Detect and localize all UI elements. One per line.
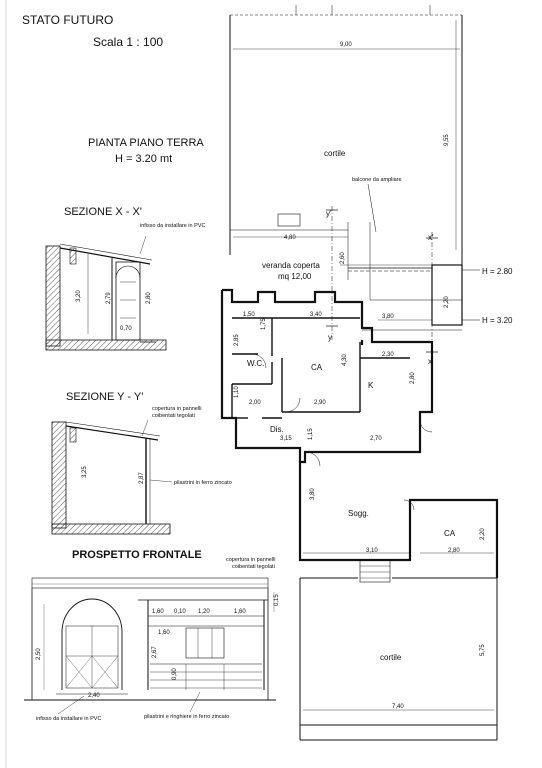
dim-1-15: 1,15: [308, 428, 314, 440]
dim-9-55: 9,55: [444, 134, 450, 146]
dim-2-30: 2,30: [382, 352, 394, 358]
elevation-dim-2-40: 2,40: [88, 693, 100, 699]
section-mark-y-prime: y': [326, 209, 332, 218]
room-wc: W.C.: [247, 359, 264, 368]
dim-3-80-b: 3,80: [310, 488, 316, 500]
dim-1-10: 1,10: [234, 386, 240, 398]
room-veranda: veranda coperta: [262, 261, 320, 270]
dim-3-40: 3,40: [310, 312, 322, 318]
dim-5-75: 5,75: [480, 644, 486, 656]
dim-3-15: 3,15: [280, 436, 292, 442]
plan-labels: cortile balcone da ampliare veranda cope…: [247, 149, 513, 662]
section-x-title: SEZIONE X - X': [64, 206, 142, 218]
plan-title: PIANTA PIANO TERRA: [88, 137, 204, 149]
room-dis: Dis.: [270, 425, 284, 434]
dim-4-80: 4,80: [284, 235, 296, 241]
dim-3-10: 3,10: [366, 548, 378, 554]
section-mark-y: y: [328, 333, 332, 342]
dim-4-30: 4,30: [342, 354, 348, 366]
door-swings: [251, 353, 433, 511]
interior-walls: [231, 317, 411, 560]
height-marker-h320: H = 3.20: [482, 316, 513, 325]
room-veranda-area: mq 12,00: [278, 272, 312, 281]
veranda-outline: [331, 206, 463, 362]
courtyard-top-outline: [229, 5, 463, 280]
room-ca: CA: [311, 363, 323, 372]
section-y-note-2: coibentati tegolati: [152, 413, 195, 419]
section-mark-x: x: [428, 357, 432, 366]
elevation-title: PROSPETTO FRONTALE: [72, 549, 202, 561]
section-y-dim-3-25: 3,25: [82, 466, 88, 478]
plan-dimensions: 9,00 9,55 4,80 2,60 3,40 1,50 1,75 3,80 …: [234, 42, 486, 710]
elevation-note-top-2: coibentati tegolati: [232, 564, 275, 570]
dim-9-00: 9,00: [340, 42, 352, 48]
room-k: K: [368, 381, 374, 390]
house-walls: [220, 288, 499, 578]
elevation-dim-0-10: 0,10: [174, 609, 186, 615]
section-mark-x-prime: x': [428, 233, 434, 242]
elevation-note-ringhiere: pilastrini e ringhiere in ferro zincato: [144, 714, 229, 720]
section-y-dim-2-87: 2,87: [139, 472, 145, 484]
room-cortile-top: cortile: [324, 149, 346, 158]
courtyard-bottom-outline: [299, 552, 498, 741]
elevation-dim-2-67: 2,67: [152, 646, 158, 658]
height-marker-h280: H = 2.80: [482, 267, 513, 276]
elevation-dim-1-60-right: 1,60: [234, 609, 246, 615]
dim-3-80: 3,80: [382, 314, 394, 320]
section-y-title: SEZIONE Y - Y': [66, 391, 143, 403]
section-x-drawing: [45, 235, 167, 351]
section-y-note-1: copertura in pannelli: [152, 406, 202, 412]
room-cortile-bottom: cortile: [380, 653, 402, 662]
section-markers: [326, 209, 438, 353]
drawing-scale: Scala 1 : 100: [93, 35, 163, 49]
elevation-note-infisso: infisso da installare in PVC: [36, 716, 101, 722]
elevation-note-top-1: copertura in pannelli: [226, 557, 276, 563]
section-x-dim-3-20: 3,20: [76, 290, 82, 302]
dim-2-70: 2,70: [370, 436, 382, 442]
dim-1-75: 1,75: [261, 318, 267, 330]
balcony-note: balcone da ampliare: [352, 177, 402, 183]
dim-2-20: 2,20: [444, 296, 450, 308]
dim-2-85: 2,85: [234, 334, 240, 346]
dim-7-40: 7,40: [392, 704, 404, 710]
drawing-title: STATO FUTURO: [22, 13, 113, 27]
dim-2-90: 2,90: [314, 400, 326, 406]
plan-height: H = 3.20 mt: [115, 153, 172, 165]
room-sogg: Sogg.: [348, 509, 369, 518]
section-x-dim-2-79: 2,79: [106, 292, 112, 304]
balcony-leader: [367, 183, 377, 233]
room-ca-2: CA: [444, 529, 456, 538]
dim-2-60: 2,60: [340, 252, 346, 264]
elevation-drawing: [24, 577, 276, 715]
elevation-dim-2-50: 2,50: [36, 648, 42, 660]
dim-1-50: 1,50: [243, 312, 255, 318]
section-y-note-post: pilastrini in ferro zincato: [174, 480, 232, 486]
section-x-dim-0-70: 0,70: [120, 326, 132, 332]
section-x-note: infisso da installare in PVC: [140, 223, 205, 229]
section-y-drawing: [51, 419, 173, 535]
elevation-dim-1-60-mid: 1,60: [158, 630, 170, 636]
elevation-dim-0-15: 0,15: [274, 594, 280, 606]
elevation-dim-1-60-left: 1,60: [152, 609, 164, 615]
dim-2-80-b: 2,80: [448, 548, 460, 554]
floor-plan: [220, 5, 499, 741]
dim-2-00: 2,00: [249, 400, 261, 406]
elevation-dim-0-90: 0,90: [172, 668, 178, 680]
elevation-dim-1-20: 1,20: [198, 609, 210, 615]
section-x-dim-2-80: 2,80: [146, 292, 152, 304]
dim-2-80: 2,80: [410, 372, 416, 384]
dim-2-20-b: 2,20: [480, 528, 486, 540]
